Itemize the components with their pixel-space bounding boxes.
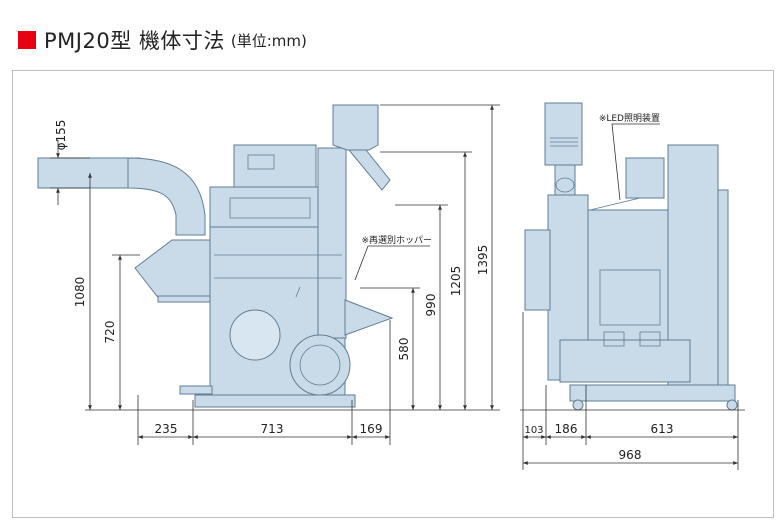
- side-rear-panel: [717, 189, 729, 391]
- dim-1205: 1205: [449, 266, 463, 297]
- blower-housing: [289, 334, 351, 396]
- note-led-light: ※LED照明装置: [599, 112, 660, 124]
- middle-step: [157, 295, 211, 303]
- front-view-machine: [37, 104, 394, 408]
- side-top-tank: [544, 102, 583, 166]
- side-spout: [554, 164, 576, 196]
- reselect-hopper: [344, 299, 394, 336]
- elevator-column: [317, 147, 347, 339]
- title-marker-square: [18, 31, 36, 49]
- discharge-spout: [347, 149, 391, 191]
- intake-chute: [134, 239, 211, 301]
- dim-1080: 1080: [73, 277, 87, 308]
- title-main: PMJ20型 機体寸法: [44, 29, 225, 53]
- inlet-elbow: [127, 157, 206, 236]
- separator-drum: [229, 309, 281, 361]
- side-chute: [524, 229, 551, 311]
- side-base-frame: [569, 384, 736, 402]
- side-view-detail-lines: [550, 137, 661, 347]
- top-panel: [233, 144, 317, 188]
- dimension-lines: [50, 104, 745, 470]
- dim-235: 235: [155, 422, 178, 436]
- note-reselect-hopper: ※再選別ホッパー: [361, 235, 432, 246]
- top-tank: [332, 104, 379, 151]
- lower-step: [179, 385, 213, 395]
- dim-103: 103: [524, 425, 543, 436]
- dim-613: 613: [651, 422, 674, 436]
- inlet-pipe: [37, 157, 141, 189]
- dim-1395: 1395: [476, 245, 490, 276]
- side-caster-left: [572, 399, 584, 411]
- dim-713: 713: [261, 422, 284, 436]
- dim-186: 186: [555, 422, 578, 436]
- dim-990: 990: [424, 294, 438, 317]
- dim-pipe-diameter: φ155: [54, 120, 68, 151]
- dim-968: 968: [619, 448, 642, 462]
- page-title: PMJ20型 機体寸法 (単位:mm): [18, 26, 307, 54]
- side-caster-right: [726, 399, 738, 411]
- base-frame: [194, 394, 356, 408]
- front-view-detail-lines: [214, 154, 342, 386]
- side-view-machine: [524, 102, 738, 411]
- side-lower-box: [559, 339, 691, 383]
- dim-580: 580: [397, 338, 411, 361]
- title-unit: (単位:mm): [230, 31, 307, 50]
- dim-169: 169: [360, 422, 383, 436]
- dim-720: 720: [103, 321, 117, 344]
- side-upper-unit: [625, 157, 665, 199]
